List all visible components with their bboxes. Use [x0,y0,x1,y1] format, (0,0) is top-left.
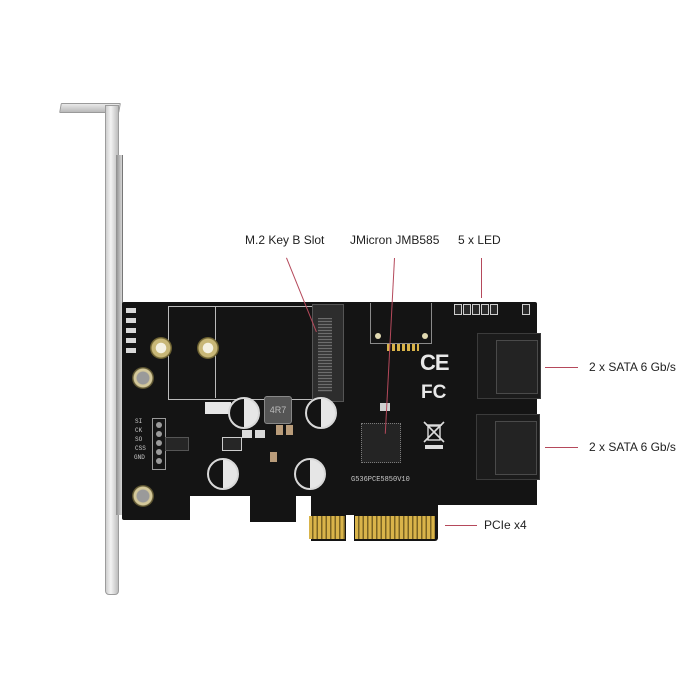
label-sata-top: 2 x SATA 6 Gb/s [589,360,676,374]
fpc-area [370,303,432,344]
header-pin [156,431,162,437]
label-leds: 5 x LED [458,233,501,247]
m2-standoff-2260 [197,337,219,359]
label-controller: JMicron JMB585 [350,233,440,247]
label-pcie: PCIe x4 [484,518,527,532]
pin-label-css: CSS [135,445,146,452]
mount-pad [422,333,428,339]
capacitor [294,458,326,490]
header-pin [156,422,162,428]
m2-slot-pins [318,318,332,392]
gold-fingers-short [309,516,345,539]
header-pin [156,440,162,446]
mount-pad [375,333,381,339]
smd-part [270,452,277,462]
capacitor [207,458,239,490]
smd-part [126,308,136,313]
smd-part [126,348,136,353]
header-pin [156,458,162,464]
ic-u3 [165,437,189,451]
jmb585-controller-chip [361,423,401,463]
board-cutout-right [438,505,538,525]
led-4 [481,304,489,315]
leader-leds [481,258,482,298]
header-pin [156,449,162,455]
sata-port-bottom [476,414,540,480]
led-1 [454,304,462,315]
pin-label-si: SI [135,418,143,425]
gold-fingers-long [355,516,435,539]
m2-standoff-2242 [150,337,172,359]
pin-label-ck: CK [135,427,143,434]
smd-part [286,425,293,435]
led-3 [472,304,480,315]
bracket-screw-bottom [132,485,154,507]
power-led [522,304,530,315]
crystal [380,403,390,411]
led-2 [463,304,471,315]
leader-pcie [445,525,477,526]
capacitor [305,397,337,429]
inductor: 4R7 [264,396,292,424]
leader-sata-bottom [545,447,578,448]
smd-part [276,425,283,435]
smd-part [255,430,265,438]
pcb-edge [245,518,305,522]
pcie-key-notch [346,515,354,542]
smd-part [126,328,136,333]
bracket-screw-top [132,367,154,389]
pin-label-gnd: GND [134,454,145,461]
power-component [205,402,231,414]
board-marking: G536PCE5850V10 [351,476,410,484]
leader-sata-top [545,367,578,368]
m2-mount-area [168,306,320,400]
smd-part [126,318,136,323]
pin-label-so: SO [135,436,143,443]
sata-port-top [477,333,541,399]
led-5 [490,304,498,315]
fcc-mark: FC [421,382,447,403]
label-sata-bottom: 2 x SATA 6 Gb/s [589,440,676,454]
weee-bin-icon [422,420,446,449]
ce-mark: CE [420,350,450,375]
board-cutout-mid [296,496,311,542]
smd-part [126,338,136,343]
smd-part [242,430,252,438]
label-m2-slot: M.2 Key B Slot [245,233,325,247]
capacitor [228,397,260,429]
board-cutout-left [190,496,250,522]
pad-row [387,344,419,351]
ic-u2 [222,437,242,451]
